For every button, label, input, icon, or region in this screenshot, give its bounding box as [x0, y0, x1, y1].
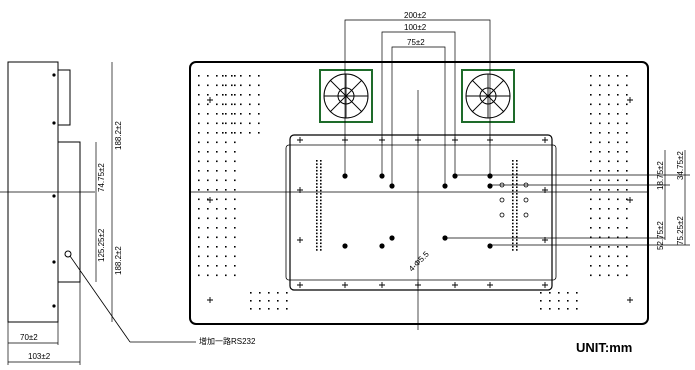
dim-bottom-103: 103±2 — [28, 352, 51, 361]
side-view-screws — [52, 73, 56, 308]
dim-top-100: 100±2 — [404, 23, 427, 32]
fan-right — [461, 69, 515, 123]
dim-right-5275: 52.75±2 — [656, 221, 665, 250]
side-view-mount-plate — [57, 141, 81, 283]
side-view-connector — [64, 250, 72, 258]
dim-right-18275: 18.75±2 — [656, 161, 665, 190]
side-view — [0, 61, 196, 365]
vesa-plate — [289, 134, 553, 291]
dim-side-1882b: 188.2±2 — [114, 246, 123, 275]
dim-side-7475: 74.75±2 — [97, 163, 106, 192]
dim-diag-label: 4-Φ5.5 — [407, 249, 431, 273]
mounting-holes — [342, 173, 493, 249]
dim-side-12525: 125.25±2 — [97, 228, 106, 262]
unit-label: UNIT:mm — [576, 340, 632, 355]
side-view-bracket-top — [57, 69, 71, 126]
fan-left — [319, 69, 373, 123]
rear-panel-outline — [189, 61, 649, 325]
dim-right-7525: 75.25±2 — [676, 216, 685, 245]
dim-side-1882a: 188.2±2 — [114, 121, 123, 150]
top-dim-lines — [344, 19, 491, 185]
connector-label: 增加一路RS232 — [199, 336, 256, 346]
dim-bottom-70: 70±2 — [20, 333, 38, 342]
dim-right-3475: 34.75±2 — [676, 151, 685, 180]
connector-leader — [69, 255, 131, 343]
small-holes — [499, 182, 529, 218]
dim-top-75: 75±2 — [407, 38, 425, 47]
dim-top-200: 200±2 — [404, 11, 427, 20]
right-dim-lines — [445, 150, 690, 246]
vent-pattern — [198, 75, 628, 310]
screw-crosses — [207, 97, 633, 303]
rear-view — [189, 61, 649, 330]
